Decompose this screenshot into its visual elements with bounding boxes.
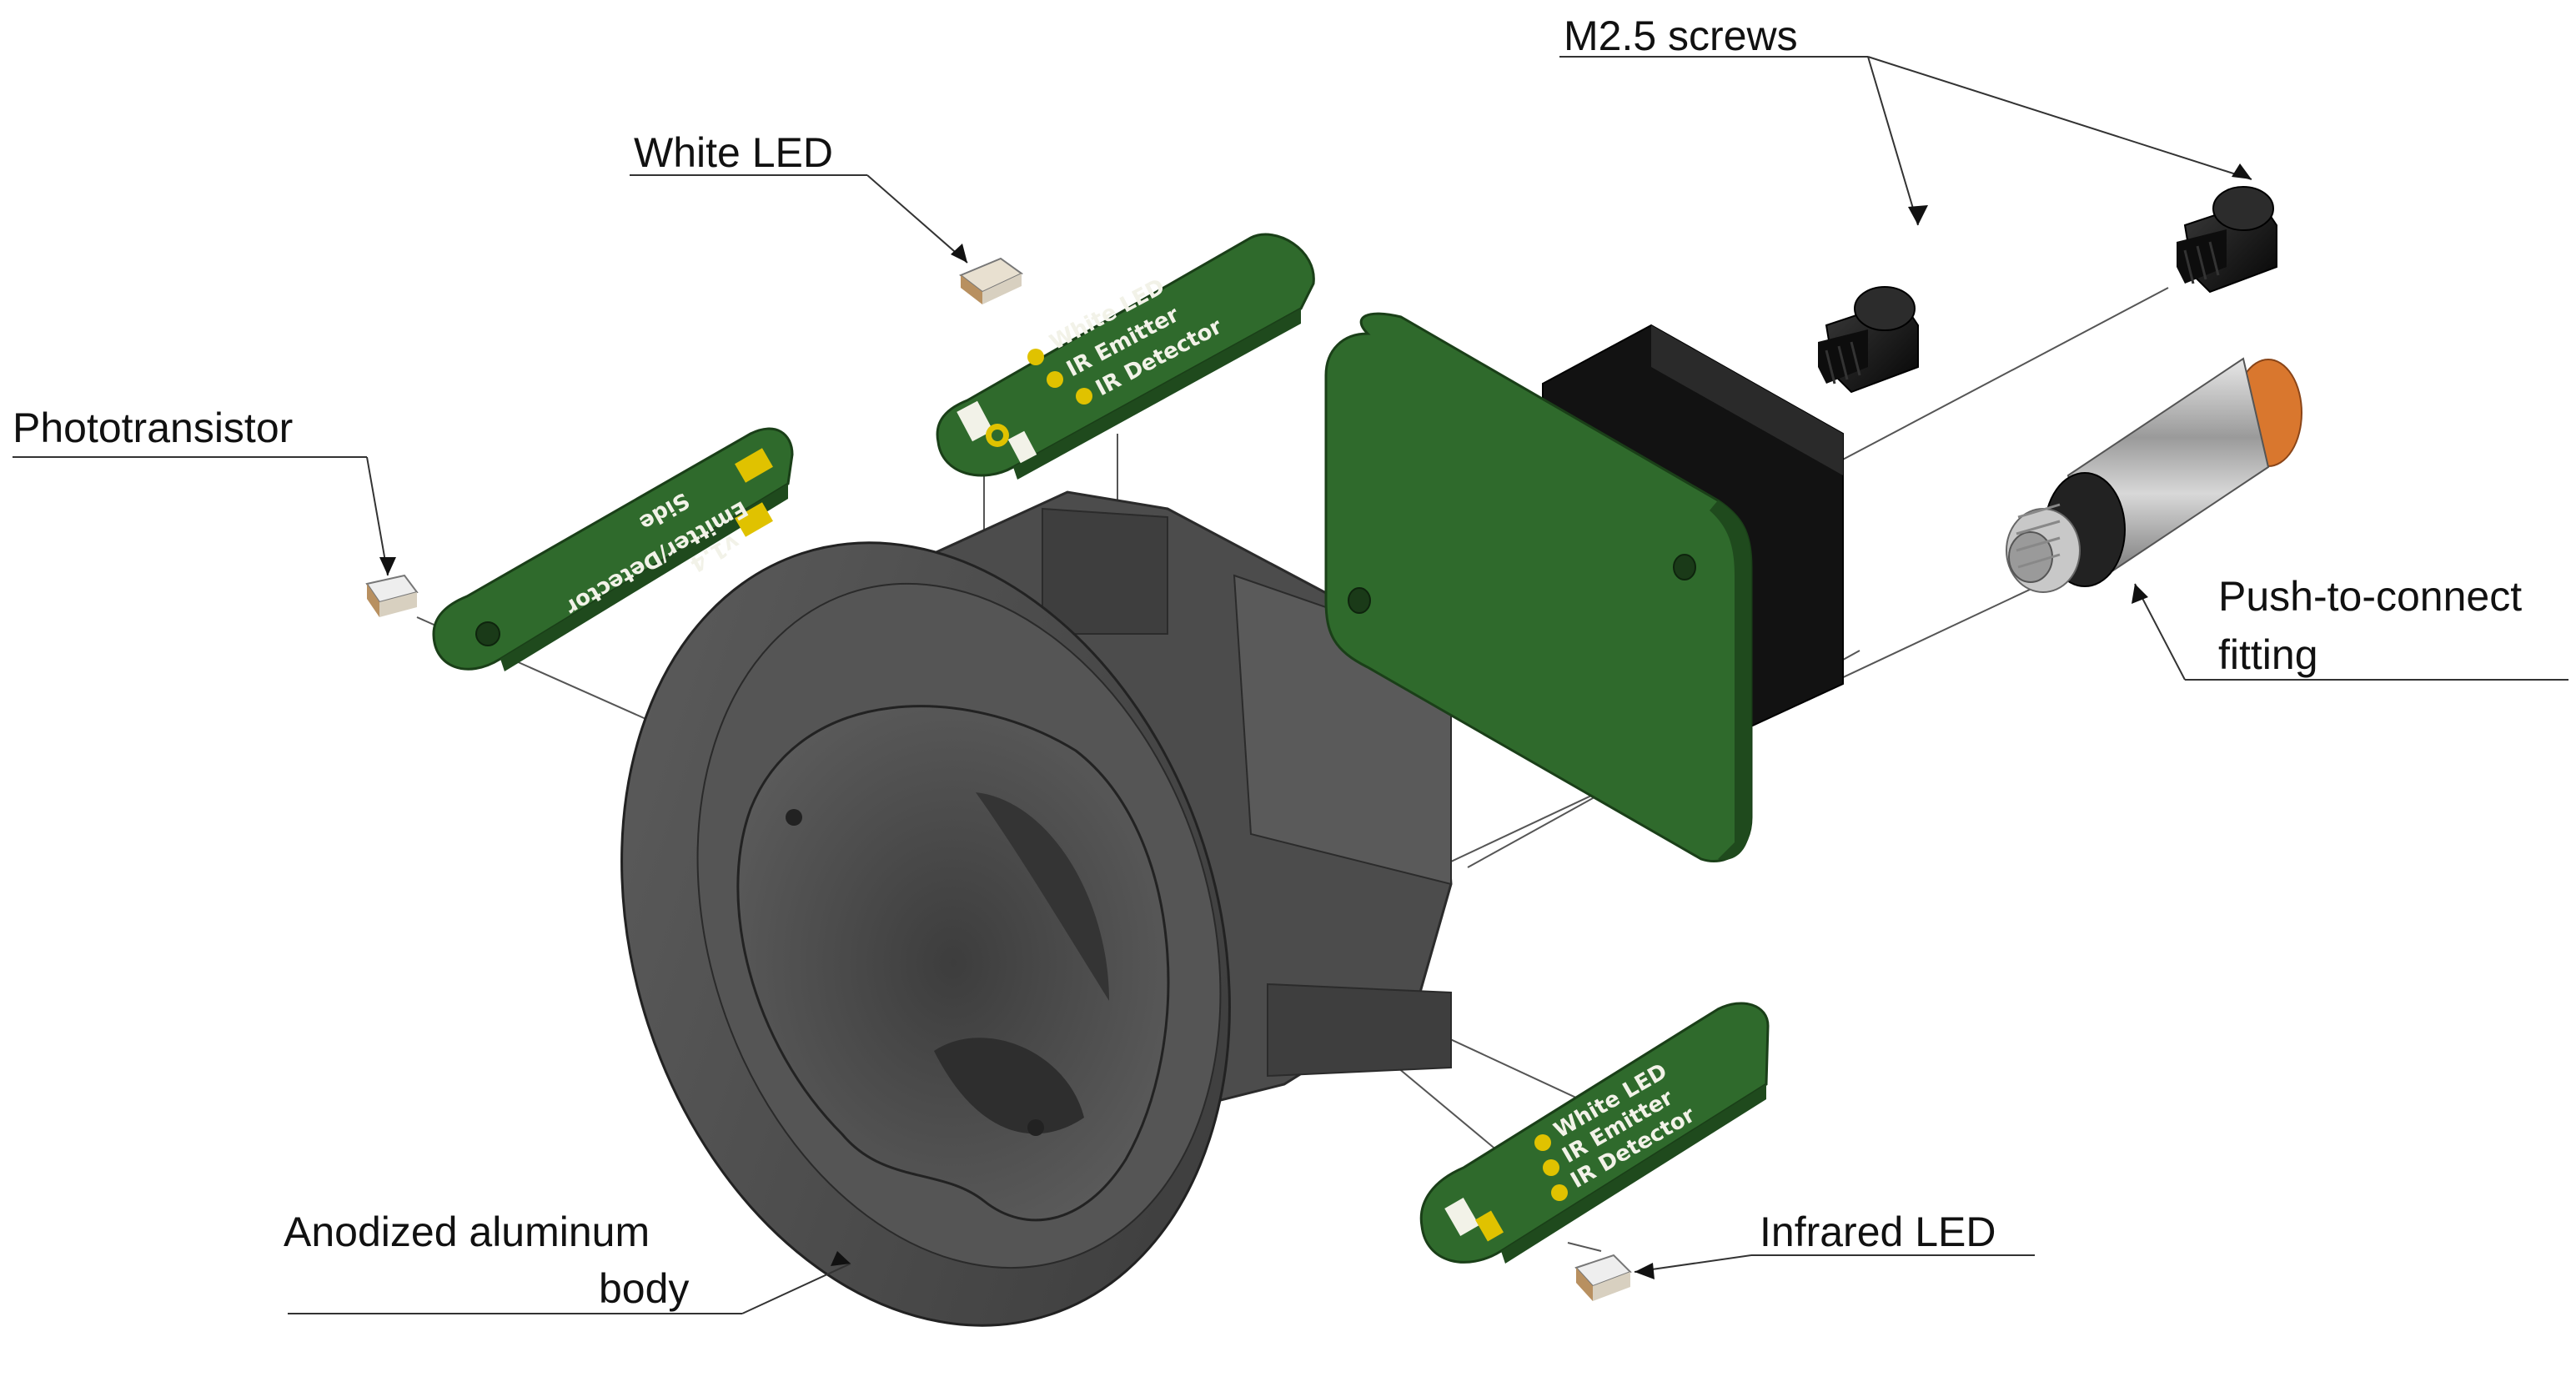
label-white-led: White LED <box>634 129 833 176</box>
label-push-to-connect-line1: Push-to-connect <box>2218 573 2523 620</box>
bottom-pcb: White LED IR Emitter IR Detector <box>1419 1002 1770 1264</box>
phototransistor-component <box>365 574 419 617</box>
white-led-component <box>959 257 1023 304</box>
screw-right <box>2177 186 2277 294</box>
leader-lines <box>13 56 2568 1314</box>
label-anodized-line1: Anodized aluminum <box>284 1209 650 1255</box>
mounting-plate-pcb <box>1324 312 1753 863</box>
top-pcb: White LED IR Emitter IR Detector <box>936 233 1315 480</box>
label-anodized-line2: body <box>599 1265 690 1312</box>
screw-left <box>1818 286 1919 394</box>
aluminum-body <box>620 490 1453 1327</box>
push-to-connect-fitting <box>2006 357 2302 593</box>
label-m25-screws: M2.5 screws <box>1564 13 1798 59</box>
infrared-led-component <box>1574 1254 1632 1301</box>
label-push-to-connect-line2: fitting <box>2218 631 2318 678</box>
label-infrared-led: Infrared LED <box>1760 1209 1996 1255</box>
leader-arrowheads <box>379 163 2252 1279</box>
label-phototransistor: Phototransistor <box>13 405 294 451</box>
